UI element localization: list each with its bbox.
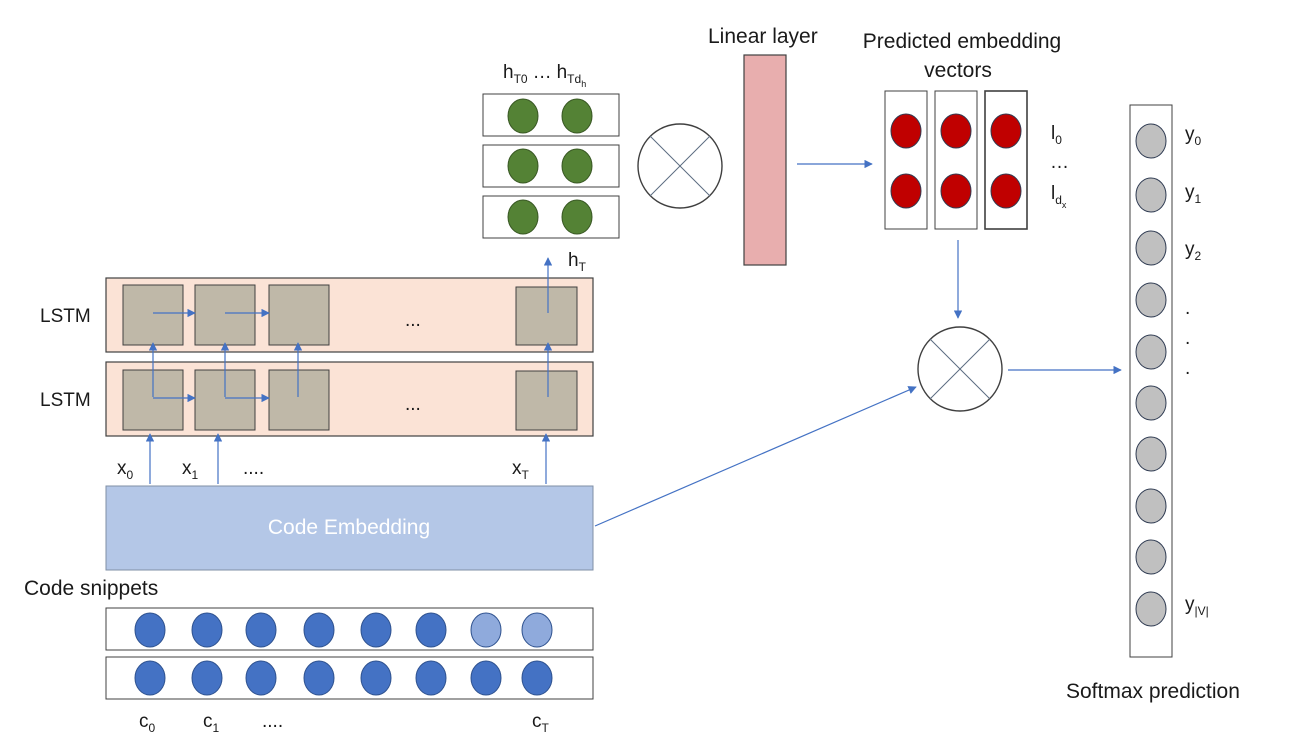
token-circle — [360, 612, 392, 648]
token-circle — [415, 660, 447, 696]
token-circle — [303, 660, 335, 696]
softmax-title: Softmax prediction — [1066, 680, 1240, 703]
token-circle — [191, 612, 223, 648]
softmax-output-vector — [1129, 104, 1173, 658]
softmax-circle — [1135, 488, 1167, 524]
code-label-dots: .... — [262, 711, 283, 732]
lstm-cell — [268, 284, 330, 346]
hidden-state-header: hT0…hTdh — [503, 62, 586, 89]
token-circle — [245, 660, 277, 696]
predicted-title: Predicted embedding — [863, 30, 1061, 53]
hidden-state-rows — [482, 93, 620, 239]
output-yV: y|V| — [1185, 594, 1209, 618]
pred-label-l0: l0 — [1051, 123, 1062, 147]
output-y2: y2 — [1185, 239, 1202, 263]
lstm-ellipsis: ... — [405, 394, 421, 415]
lstm-arrows — [145, 257, 553, 484]
hidden-circle — [561, 98, 593, 134]
softmax-circle — [1135, 177, 1167, 213]
code-embedding-label: Code Embedding — [268, 516, 430, 539]
multiply-operator-2 — [917, 326, 1003, 412]
output-dot-1: . — [1185, 298, 1190, 319]
predicted-title-line2: vectors — [924, 59, 992, 82]
pred-circle — [990, 173, 1022, 209]
softmax-circle — [1135, 123, 1167, 159]
token-circle — [303, 612, 335, 648]
token-circle — [360, 660, 392, 696]
output-dot-3: . — [1185, 358, 1190, 379]
pred-circle — [940, 173, 972, 209]
token-circle — [134, 612, 166, 648]
softmax-circle — [1135, 334, 1167, 370]
lstm-cell — [194, 369, 256, 431]
pred-circle — [890, 113, 922, 149]
token-circle-padding — [521, 612, 553, 648]
lstm-label-top: LSTM — [40, 306, 91, 327]
code-embedding-block: Code Embedding — [105, 485, 594, 571]
hidden-circle — [507, 148, 539, 184]
lstm-cell — [515, 286, 578, 346]
hidden-circle — [561, 148, 593, 184]
input-xT: xT — [512, 458, 530, 482]
softmax-circle — [1135, 385, 1167, 421]
softmax-circle — [1135, 230, 1167, 266]
lstm-cell — [268, 369, 330, 431]
code-label-c1: c1 — [203, 711, 220, 735]
lstm-label-bottom: LSTM — [40, 390, 91, 411]
code-label-cT: cT — [532, 711, 550, 735]
input-x0: x0 — [117, 458, 134, 482]
token-circle — [521, 660, 553, 696]
linear-layer-block — [743, 54, 787, 266]
token-circle — [191, 660, 223, 696]
token-circle-padding — [470, 612, 502, 648]
arrow-embedding-to-multiply — [594, 386, 917, 527]
hidden-circle — [507, 98, 539, 134]
output-y1: y1 — [1185, 182, 1202, 206]
token-circle — [470, 660, 502, 696]
input-dots: .... — [243, 458, 264, 479]
token-circle — [134, 660, 166, 696]
token-circle — [245, 612, 277, 648]
multiply-operator-1 — [637, 123, 723, 209]
linear-layer-title: Linear layer — [708, 25, 818, 48]
pred-label-dots: … — [1050, 152, 1069, 173]
hidden-state-hT: hT — [568, 250, 587, 274]
softmax-circle — [1135, 436, 1167, 472]
softmax-circle — [1135, 282, 1167, 318]
hidden-circle — [507, 199, 539, 235]
output-y0: y0 — [1185, 124, 1202, 148]
predicted-vectors — [884, 90, 1028, 230]
code-snippets-title: Code snippets — [24, 577, 158, 600]
code-snippet-row-1 — [105, 607, 594, 651]
lstm-layer-bottom: ... — [105, 361, 594, 437]
pred-circle — [940, 113, 972, 149]
output-dot-2: . — [1185, 328, 1190, 349]
code-label-c0: c0 — [139, 711, 156, 735]
pred-label-ld: ldx — [1051, 183, 1067, 210]
lstm-cell — [194, 284, 256, 346]
lstm-ellipsis: ... — [405, 310, 421, 331]
pred-circle — [990, 113, 1022, 149]
token-circle — [415, 612, 447, 648]
hidden-circle — [561, 199, 593, 235]
lstm-cell — [515, 370, 578, 431]
lstm-layer-top: ... — [105, 277, 594, 353]
lstm-cell — [122, 284, 184, 346]
softmax-circle — [1135, 591, 1167, 627]
code-snippet-row-2 — [105, 656, 594, 700]
softmax-circle — [1135, 539, 1167, 575]
pred-circle — [890, 173, 922, 209]
input-x1: x1 — [182, 458, 199, 482]
